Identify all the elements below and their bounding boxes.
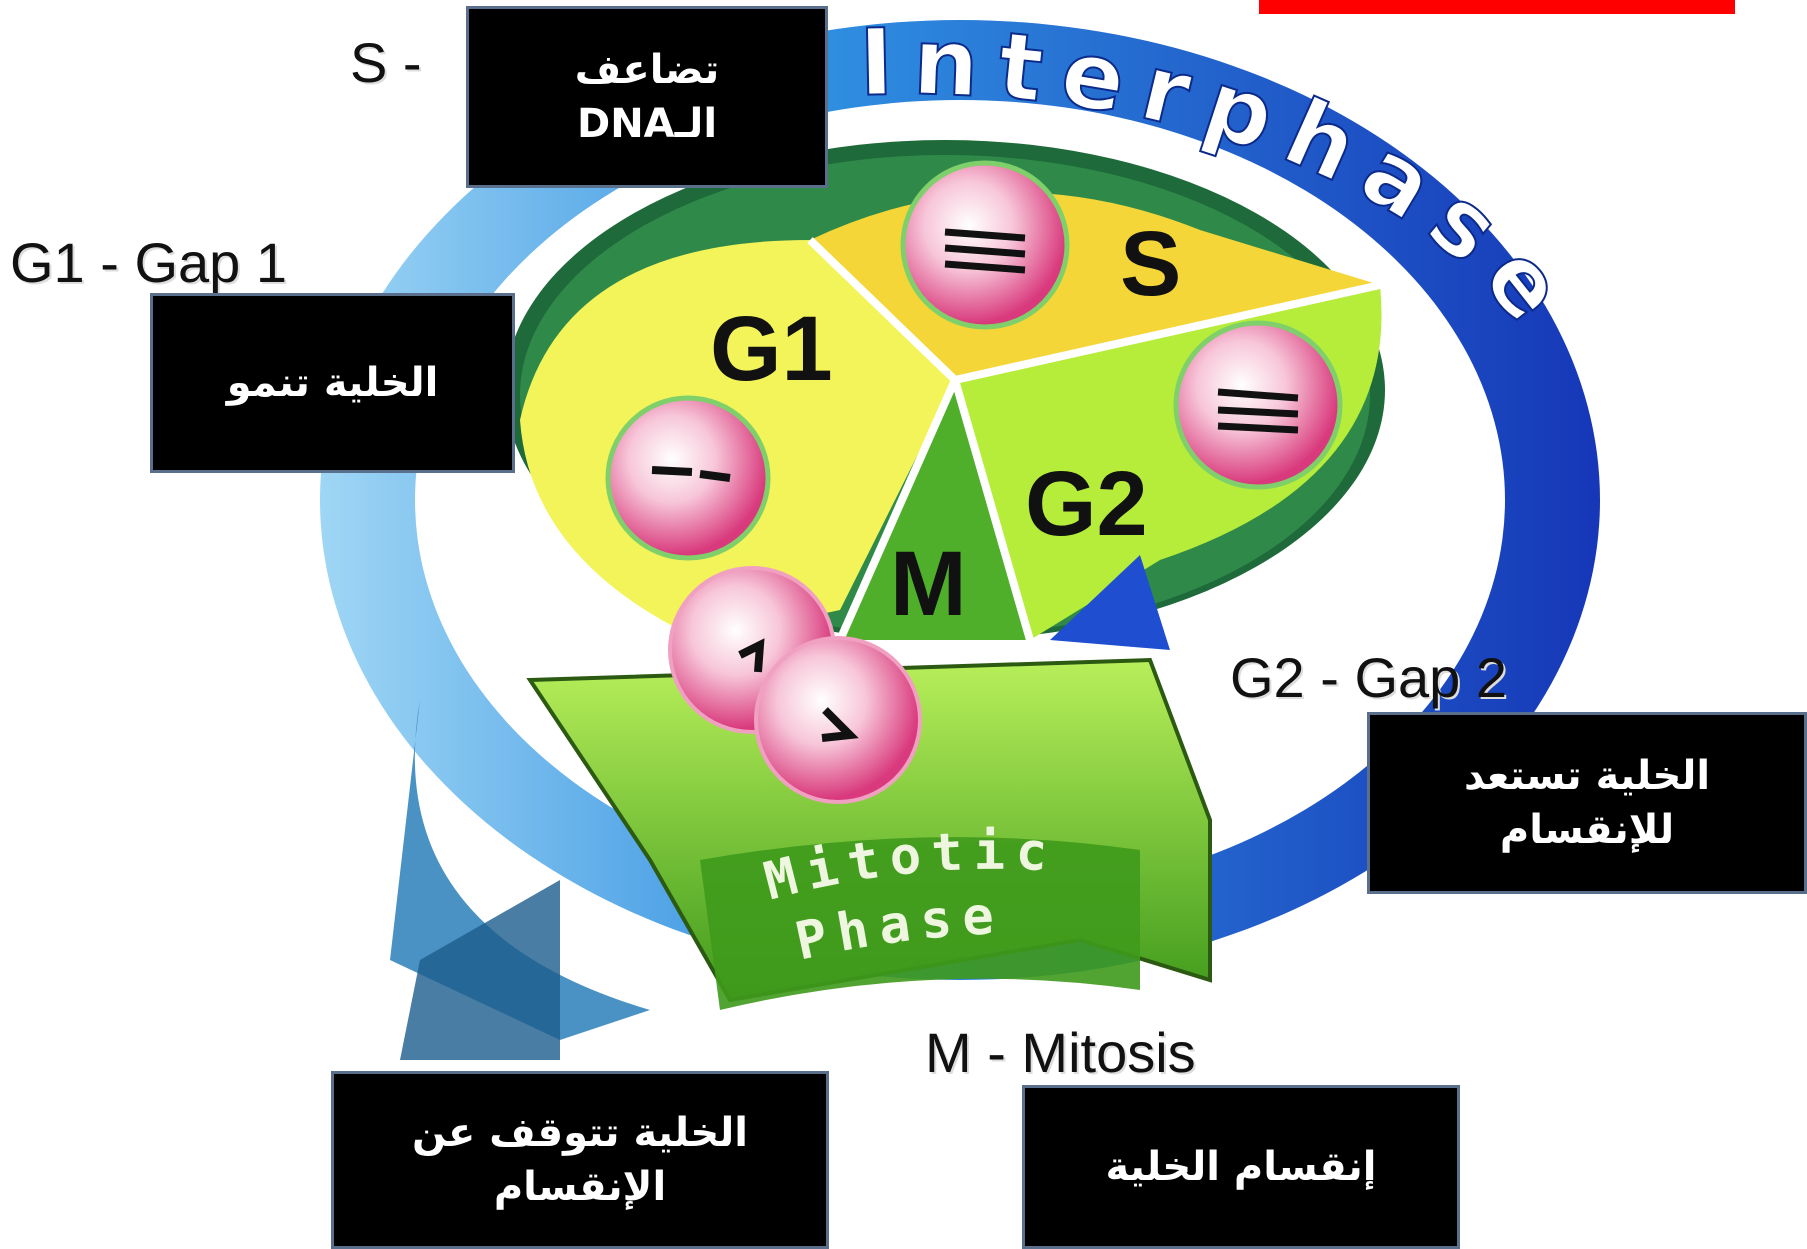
cell-dividing (668, 566, 922, 804)
g2-phase-note-line2: للإنقسام (1499, 807, 1675, 853)
sector-label-g1: G1 (710, 298, 833, 400)
cell-g2-phase (1173, 320, 1343, 490)
s-phase-label: S - (350, 31, 422, 94)
s-phase-note-line1: تضاعف (574, 47, 720, 93)
m-phase-label: M - Mitosis (925, 1021, 1196, 1084)
g1-phase-label: G1 - Gap 1 (10, 231, 288, 294)
g0-phase-note-line1: الخلية تتوقف عن (412, 1110, 748, 1156)
sector-label-g2: G2 (1025, 453, 1148, 555)
red-accent-bar (1259, 0, 1735, 14)
g2-phase-label: G2 - Gap 2 (1230, 646, 1508, 709)
g2-entry-arrow (1050, 555, 1170, 650)
sector-label-m: M (890, 533, 967, 635)
g0-phase-note: الخلية تتوقف عن الإنقسام (331, 1071, 829, 1249)
cell-s-phase (900, 160, 1070, 330)
cell-g1-phase (605, 395, 771, 561)
m-sector (840, 380, 1030, 640)
s-phase-note: تضاعف الـDNA (466, 6, 828, 188)
g1-phase-note-text: الخلية تنمو (226, 360, 439, 406)
s-phase-note-line2: الـDNA (576, 101, 718, 147)
g0-phase-note-line2: الإنقسام (493, 1164, 667, 1210)
m-phase-note: إنقسام الخلية (1022, 1085, 1460, 1249)
sector-label-s: S (1120, 213, 1181, 315)
m-phase-note-text: إنقسام الخلية (1105, 1144, 1377, 1190)
g2-phase-note: الخلية تستعد للإنقسام (1367, 712, 1807, 894)
mitotic-phase-banner (526, 657, 1212, 1010)
g2-phase-note-line1: الخلية تستعد (1463, 753, 1711, 799)
g1-phase-note: الخلية تنمو (150, 293, 515, 473)
